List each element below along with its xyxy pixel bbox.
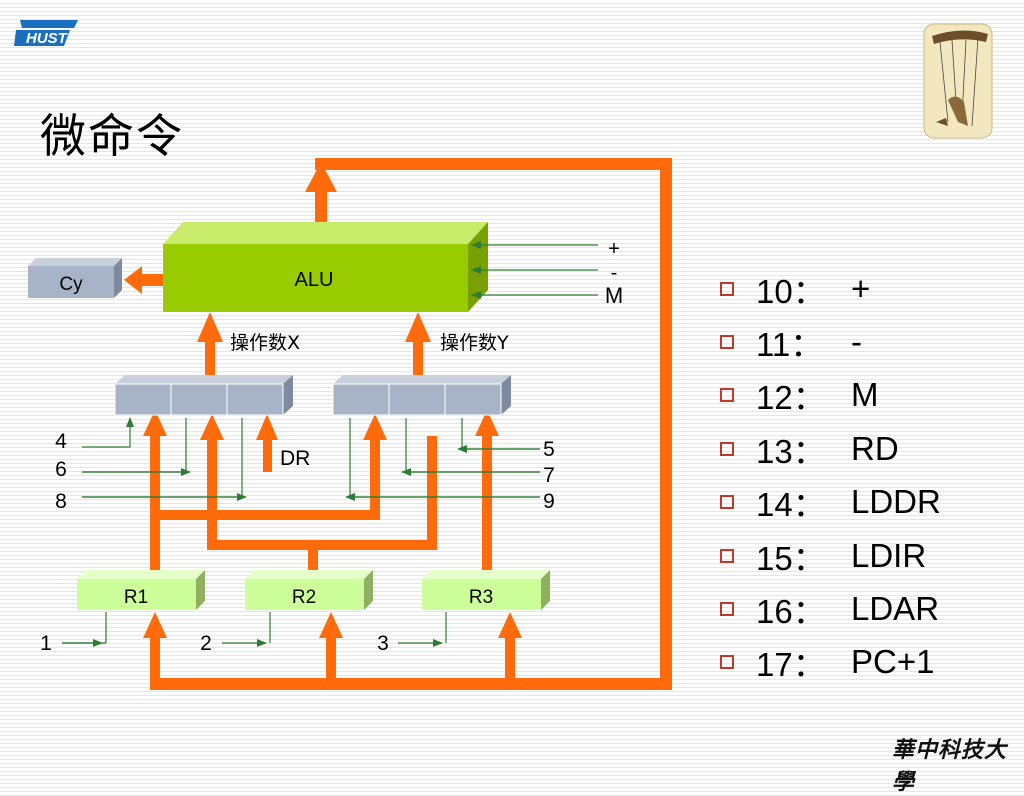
signal-minus: -: [611, 262, 618, 284]
list-item: 15： LDIR: [720, 529, 941, 582]
institution-wordmark: 華中科技大學: [892, 737, 1008, 795]
list-item: 14： LDDR: [720, 476, 941, 529]
page-title: 微命令: [40, 109, 184, 163]
signal-3: 3: [377, 632, 389, 655]
square-bullet-icon: [720, 602, 734, 617]
command-op: LDDR: [851, 483, 941, 521]
signal-plus: +: [608, 238, 620, 260]
list-item: 11：-: [720, 315, 941, 368]
data-bus: [124, 158, 672, 690]
latch-control-lines: [82, 417, 540, 501]
command-code: 11：: [756, 326, 824, 364]
cy-register: Cy: [28, 258, 122, 298]
micro-command-list: 10： + 11：- 12： M 13： RD 14： LDDR 15： LDIR 16：…: [720, 262, 941, 689]
command-code: 12：: [756, 379, 826, 417]
list-item: 16： LDAR: [720, 582, 941, 635]
square-bullet-icon: [720, 441, 734, 456]
latch-group-x: [114, 375, 293, 416]
alu-control-lines: [471, 241, 598, 299]
register-r1: R1: [77, 570, 205, 610]
alu-label: ALU: [295, 269, 334, 291]
square-bullet-icon: [720, 335, 734, 350]
r3-label: R3: [469, 587, 493, 608]
r1-label: R1: [124, 587, 148, 608]
r2-label: R2: [292, 587, 316, 608]
signal-4: 4: [55, 430, 67, 453]
command-op: PC+1: [851, 643, 935, 681]
command-op: RD: [851, 429, 899, 467]
command-op: LDAR: [851, 590, 940, 628]
operand-y-label: 操作数Y: [440, 332, 509, 354]
signal-8: 8: [55, 490, 67, 513]
square-bullet-icon: [720, 388, 734, 403]
alu-block: ALU: [163, 222, 488, 312]
cy-label: Cy: [59, 274, 83, 295]
square-bullet-icon: [720, 548, 734, 563]
register-control-lines: [62, 612, 447, 647]
hust-logo: HUST: [12, 14, 82, 50]
command-code: 15：: [756, 539, 826, 577]
signal-9: 9: [543, 490, 555, 513]
square-bullet-icon: [720, 495, 734, 510]
operand-x-label: 操作数X: [230, 332, 300, 354]
signal-7: 7: [543, 464, 555, 487]
command-code: 14：: [756, 486, 826, 524]
command-op: +: [851, 269, 871, 307]
command-code: 16：: [756, 593, 826, 631]
latch-group-y: [332, 375, 511, 416]
dr-label: DR: [280, 447, 310, 470]
list-item: 17： PC+1: [720, 636, 941, 689]
signal-5: 5: [543, 438, 555, 461]
datapath-diagram: ALU Cy + - M 操作数X 操作数Y: [28, 158, 672, 690]
list-item: 12： M: [720, 369, 941, 422]
signal-1: 1: [40, 632, 52, 655]
register-r3: R3: [422, 570, 550, 610]
command-code: 10：: [756, 272, 826, 310]
signal-m: M: [605, 283, 623, 308]
list-item: 13： RD: [720, 422, 941, 475]
command-op: M: [851, 376, 879, 414]
command-code: 17：: [756, 646, 826, 684]
command-op: LDIR: [851, 536, 927, 574]
register-r2: R2: [245, 570, 373, 610]
command-op: -: [851, 323, 862, 361]
signal-2: 2: [200, 632, 212, 655]
square-bullet-icon: [720, 655, 734, 670]
square-bullet-icon: [720, 281, 734, 296]
list-item: 10： +: [720, 262, 941, 315]
command-code: 13：: [756, 432, 826, 470]
puppet-illustration: [922, 22, 994, 140]
signal-6: 6: [55, 458, 67, 481]
logo-text: HUST: [26, 30, 69, 47]
